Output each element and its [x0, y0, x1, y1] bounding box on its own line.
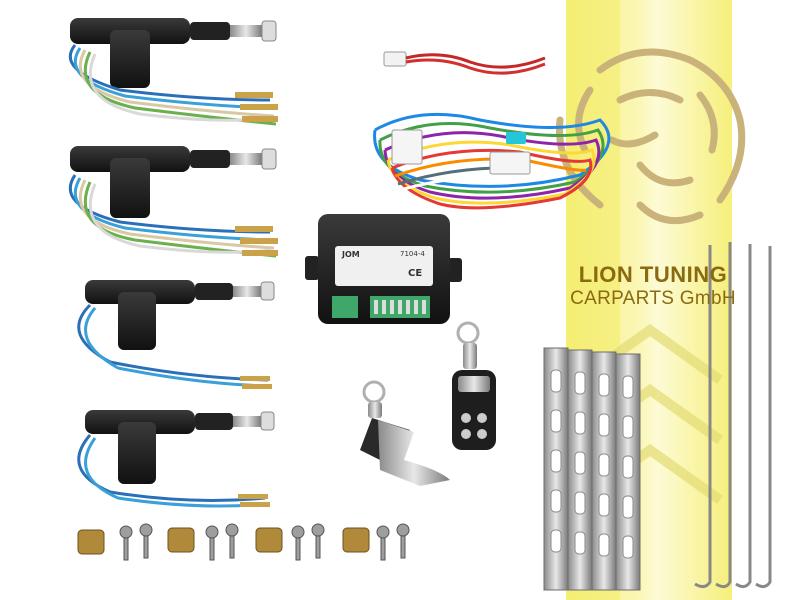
wire-with-connector	[383, 51, 546, 75]
control-unit-maker: JOM	[342, 250, 360, 259]
mounting-brackets	[543, 347, 641, 591]
lion-logo-icon	[556, 48, 746, 225]
actuator-rods	[694, 242, 772, 589]
brand-tagline: CARPARTS GmbH	[570, 288, 736, 309]
remote-1	[360, 380, 450, 486]
harness-connector	[391, 129, 423, 165]
remote-2	[452, 321, 496, 450]
ce-mark: CE	[408, 268, 423, 279]
brand-name: LION TUNING	[578, 262, 728, 287]
wiring-harness	[373, 112, 611, 210]
control-unit-label	[335, 246, 433, 286]
actuator-1	[68, 18, 278, 126]
harness-connector-2	[489, 151, 531, 175]
control-unit-model: 7104-4	[400, 250, 425, 258]
door-lock-actuators	[68, 18, 278, 508]
actuator-2	[68, 146, 278, 258]
actuator-4	[77, 410, 275, 508]
fuse	[506, 132, 526, 144]
control-unit	[305, 214, 462, 324]
actuator-3	[77, 280, 275, 389]
clips-and-screws	[77, 523, 410, 561]
